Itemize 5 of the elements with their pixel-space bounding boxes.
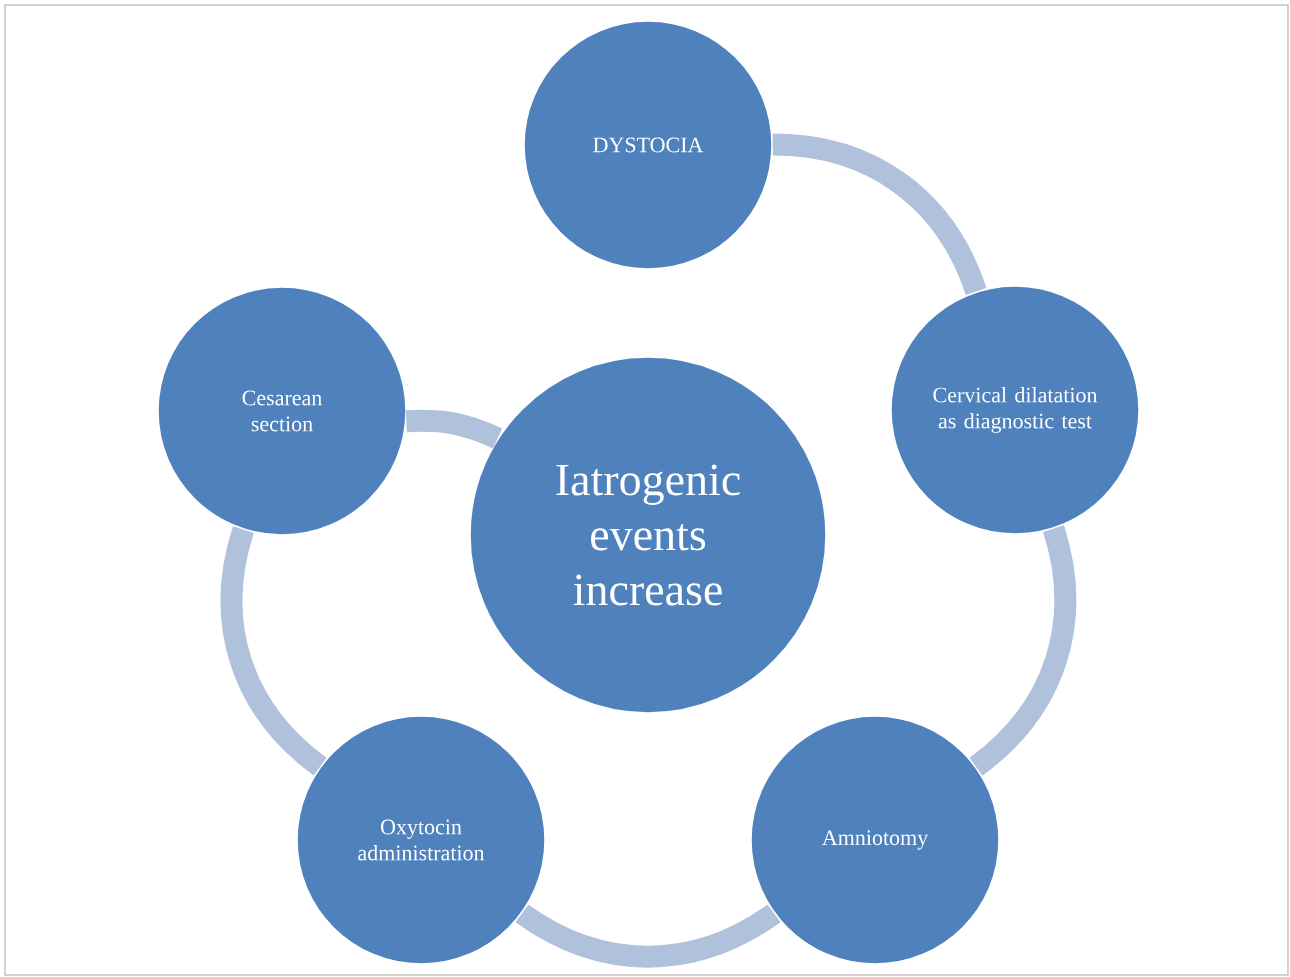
connector-arc xyxy=(969,525,1077,776)
connector-arc xyxy=(772,133,987,296)
connector-arc xyxy=(220,526,328,776)
connector-arc xyxy=(405,409,503,449)
connector-arc xyxy=(515,904,781,968)
